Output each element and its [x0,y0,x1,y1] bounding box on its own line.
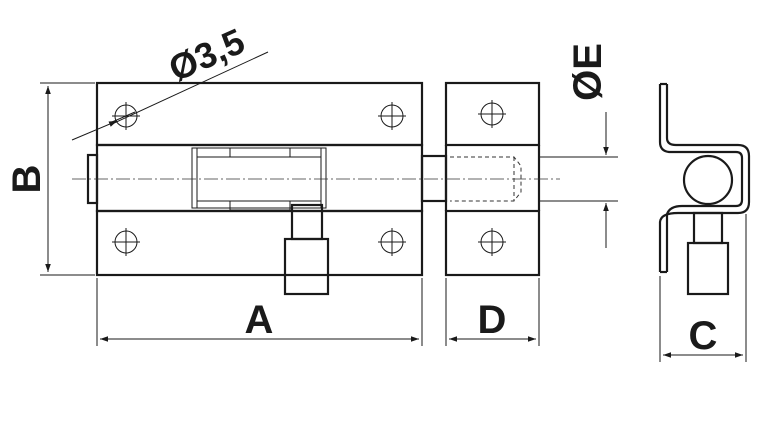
screw-hole-bottom-right [378,228,406,256]
lower-plate [95,209,424,277]
hole-diameter-leader [71,51,269,141]
label-dim-c: C [689,314,718,358]
label-dim-a: A [245,298,274,342]
upper-plate [95,81,424,147]
bottom-notch [229,200,291,211]
screw-hole-top-right [378,102,406,130]
dimension-a [96,278,423,346]
dimension-e [540,112,618,248]
keeper-hole-top [478,100,506,128]
top-notch [229,147,291,158]
keeper-upper [444,81,541,147]
handle-knob [283,237,330,296]
bolt-shaft-exposed [420,154,448,203]
label-dim-d: D [478,298,507,342]
side-handle-stem [692,211,724,245]
bolt-body [86,81,448,296]
side-bolt-section [682,154,734,206]
dimension-c [659,214,747,362]
keeper-lower [444,209,541,277]
label-dim-b: B [5,165,49,194]
label-dim-e: ØE [566,43,610,101]
screw-hole-bottom-left [112,228,140,256]
label-diameter-hole: Ø3,5 [163,20,251,89]
side-handle-knob [686,241,730,296]
dimension-b [40,82,95,276]
side-view [658,82,751,296]
dimension-d [445,278,540,346]
keeper-hole-bottom [478,228,506,256]
keeper [444,81,541,277]
